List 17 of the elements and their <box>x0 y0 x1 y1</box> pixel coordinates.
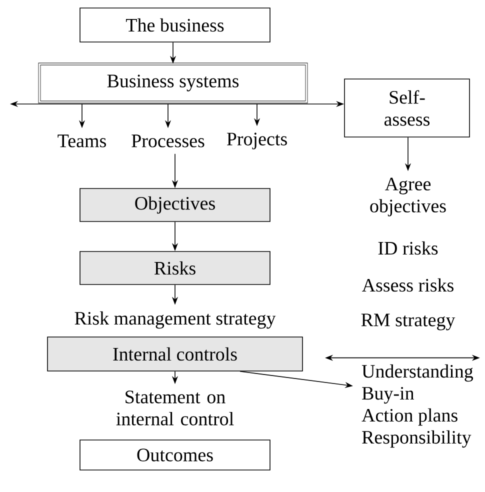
process-box: Business systems <box>38 62 308 104</box>
text-label: Assess risks <box>362 278 454 292</box>
process-box: Internal controls <box>47 336 303 372</box>
text-list: Understanding Buy-in Action plans Responsibility <box>362 364 474 448</box>
process-box: Objectives <box>80 188 270 222</box>
process-box: Risks <box>80 251 270 285</box>
text-label: Processes <box>132 134 204 148</box>
text-label: RM strategy <box>361 314 456 330</box>
text-label: Teams <box>58 134 106 148</box>
text-label: Agree objectives <box>370 178 446 216</box>
process-box: The business <box>80 8 270 42</box>
process-box: Outcomes <box>80 440 270 470</box>
text-label: ID risks <box>378 241 438 255</box>
text-label: Statement on internal control <box>116 390 234 426</box>
text-label: Risk management strategy <box>74 311 276 329</box>
process-box: Self-assess <box>344 78 470 138</box>
text-label: Projects <box>226 132 287 150</box>
